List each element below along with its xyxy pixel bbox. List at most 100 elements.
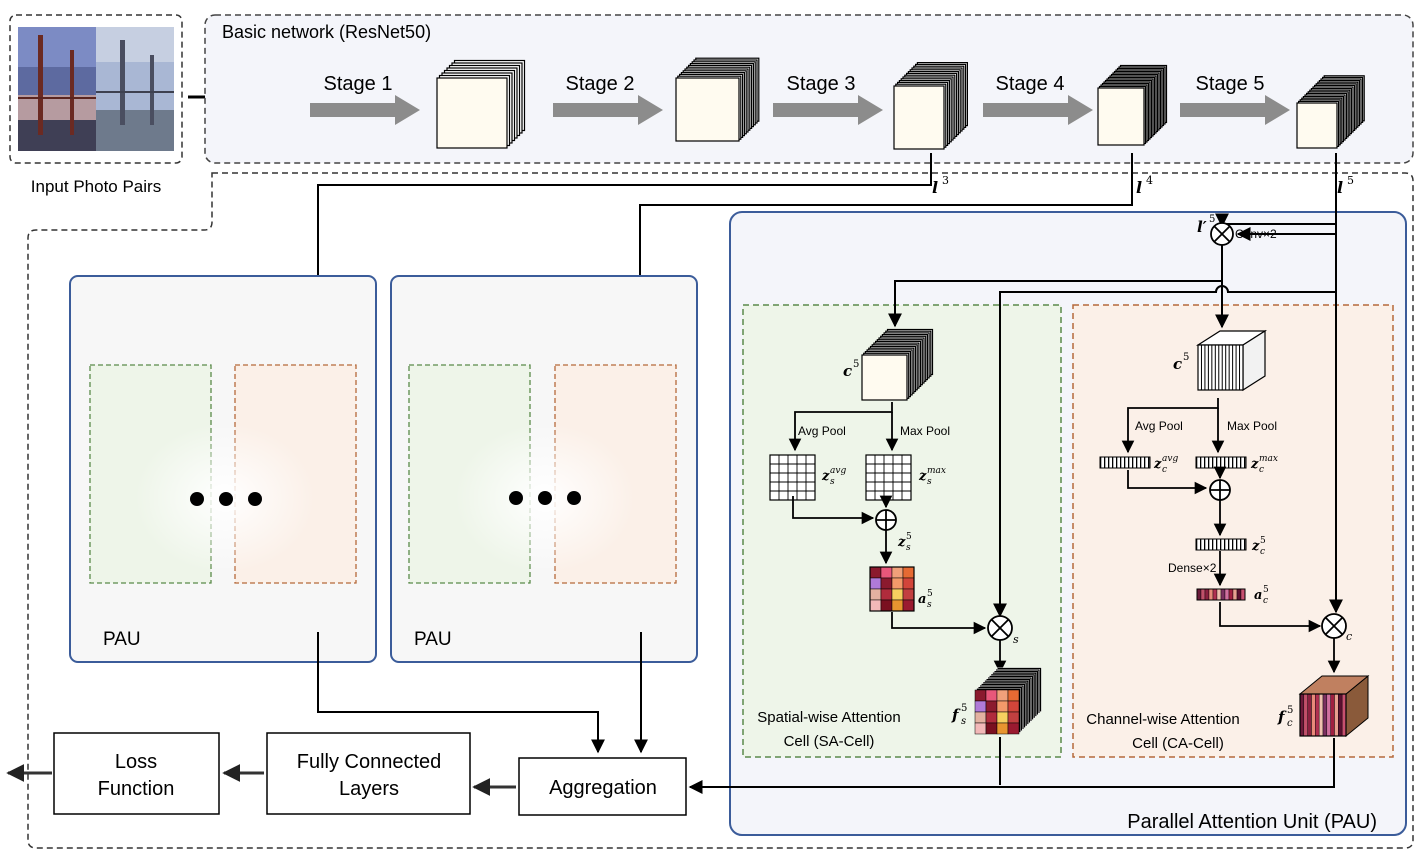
ca-z-sub: c xyxy=(1260,547,1265,557)
ca-fcube-slice xyxy=(1318,693,1324,737)
stage-arrow-1: Stage 1 xyxy=(310,73,420,125)
stage-4-label: Stage 4 xyxy=(996,73,1065,95)
sa-heat-cell xyxy=(902,577,915,590)
sa-z-max-sub: s xyxy=(927,477,932,487)
ca-z-sup: 5 xyxy=(1260,536,1266,546)
input-label: Input Photo Pairs xyxy=(31,177,161,196)
ca-bar-cell xyxy=(1216,588,1222,601)
ca-bar-cell xyxy=(1220,588,1226,601)
ca-z-max: z xyxy=(1250,457,1259,472)
sa-fcube-cell xyxy=(1007,689,1020,702)
ca-bar-cell xyxy=(1232,588,1238,601)
sa-fcube-cell xyxy=(996,700,1009,713)
l3-label: l xyxy=(932,178,938,197)
l4-label: l xyxy=(1136,178,1142,197)
ca-output-cube xyxy=(1298,674,1370,738)
aggregation-box: Aggregation xyxy=(518,757,687,816)
outer-pau-region xyxy=(27,172,1414,849)
ca-f-sub: c xyxy=(1287,718,1293,729)
ca-fcube-slice xyxy=(1315,693,1320,737)
stage-arrows: Stage 1 Stage 2 Stage 3 Stage 4 Stage 5 xyxy=(310,73,1290,125)
loss-label-1: Loss xyxy=(115,751,157,773)
feature-connections: l 3 l 4 l 5 xyxy=(311,153,1354,324)
sa-heat-cell xyxy=(891,566,904,579)
fc-label-1: Fully Connected xyxy=(297,751,442,773)
sa-avg-pool: Avg Pool xyxy=(798,424,846,438)
stage-3-cube xyxy=(893,61,969,150)
ca-a-sup: 5 xyxy=(1263,585,1269,595)
aggregation-label: Aggregation xyxy=(549,777,657,799)
ca-bar-cell xyxy=(1228,588,1234,601)
ca-z-max-sup: max xyxy=(1259,454,1278,464)
sa-z-max-sup: max xyxy=(927,466,946,476)
sa-heat-cell xyxy=(869,566,882,579)
loss-box: Loss Function xyxy=(53,732,220,815)
stage-1-label: Stage 1 xyxy=(324,73,393,95)
ca-f: f xyxy=(1277,708,1287,726)
sa-z-avg-sup: avg xyxy=(830,466,846,476)
sa-fcube-cell xyxy=(985,711,998,724)
sa-fcube-cell xyxy=(974,722,987,735)
ca-fcube-slice xyxy=(1311,693,1316,737)
sa-z-avg-grid xyxy=(769,454,816,501)
ca-bar-cell xyxy=(1196,588,1202,601)
sa-mult-sub: s xyxy=(1013,633,1019,646)
ca-z-avg-sup: avg xyxy=(1162,454,1178,464)
stage-2-cube xyxy=(675,57,760,142)
ca-avg-pool: Avg Pool xyxy=(1135,419,1183,433)
sa-heat-cell xyxy=(869,599,882,612)
sa-cell-internals: c 5 Avg Pool Max Pool z avg s z max s z … xyxy=(769,328,1042,785)
sa-output-cube xyxy=(974,667,1042,735)
sa-heat-cell xyxy=(891,588,904,601)
ca-fcube-slice xyxy=(1338,693,1343,737)
l5-label: l xyxy=(1337,178,1343,197)
sa-f-sub: s xyxy=(961,716,966,727)
ca-fcube-slice xyxy=(1334,693,1339,737)
ca-fcube-slice xyxy=(1322,693,1328,737)
sa-heat-cell xyxy=(880,599,893,612)
sa-fcube-cell xyxy=(985,689,998,702)
sa-f-sup: 5 xyxy=(961,703,967,714)
pau-box-1: PAU xyxy=(69,275,377,663)
pau-detail-title: Parallel Attention Unit (PAU) xyxy=(1127,811,1377,833)
ca-bar-cell xyxy=(1240,588,1246,601)
ca-z: z xyxy=(1251,539,1260,554)
pau-outputs xyxy=(317,632,648,754)
ca-bar-cell xyxy=(1200,588,1206,601)
sa-z-sub: s xyxy=(906,543,911,553)
ca-c-label: c xyxy=(1173,355,1182,373)
lprime-label: l′ xyxy=(1197,218,1207,236)
stage-5-cube xyxy=(1296,75,1365,149)
sa-fcube-cell xyxy=(996,711,1009,724)
sa-heat-cell xyxy=(880,577,893,590)
stage-arrow-2: Stage 2 xyxy=(553,73,663,125)
stage-2-label: Stage 2 xyxy=(566,73,635,95)
ca-cell-label-1: Channel-wise Attention xyxy=(1086,711,1239,728)
sa-heat-cell xyxy=(902,566,915,579)
sa-heat-cell xyxy=(869,588,882,601)
stage-4-cube xyxy=(1097,64,1168,146)
sa-fcube-cell xyxy=(1007,711,1020,724)
sa-f: f xyxy=(951,706,961,724)
sa-heat-cell xyxy=(880,588,893,601)
sa-heat-cell xyxy=(902,599,915,612)
sa-c-sup: 5 xyxy=(853,359,859,370)
sa-z-max: z xyxy=(918,469,927,484)
ca-z-avg: z xyxy=(1153,457,1162,472)
stage-1-cube xyxy=(436,59,526,149)
sa-fcube-cell xyxy=(974,711,987,724)
photo-right xyxy=(96,27,174,151)
pau-box-2: PAU xyxy=(390,275,698,663)
sa-fcube-cell xyxy=(985,722,998,735)
fc-label-2: Layers xyxy=(339,778,399,800)
ca-fcube-slice xyxy=(1326,693,1331,737)
sa-z-avg: z xyxy=(821,469,830,484)
l3-sup: 3 xyxy=(942,174,949,187)
input-photo-pairs: Input Photo Pairs xyxy=(9,14,183,196)
ca-z-avg-sub: c xyxy=(1162,465,1167,475)
ca-max-pool: Max Pool xyxy=(1227,419,1277,433)
ca-a-sub: c xyxy=(1263,596,1268,606)
sa-cell-label-1: Spatial-wise Attention xyxy=(757,709,900,726)
ca-c5-cube xyxy=(1195,329,1268,392)
stage-5-label: Stage 5 xyxy=(1196,73,1265,95)
